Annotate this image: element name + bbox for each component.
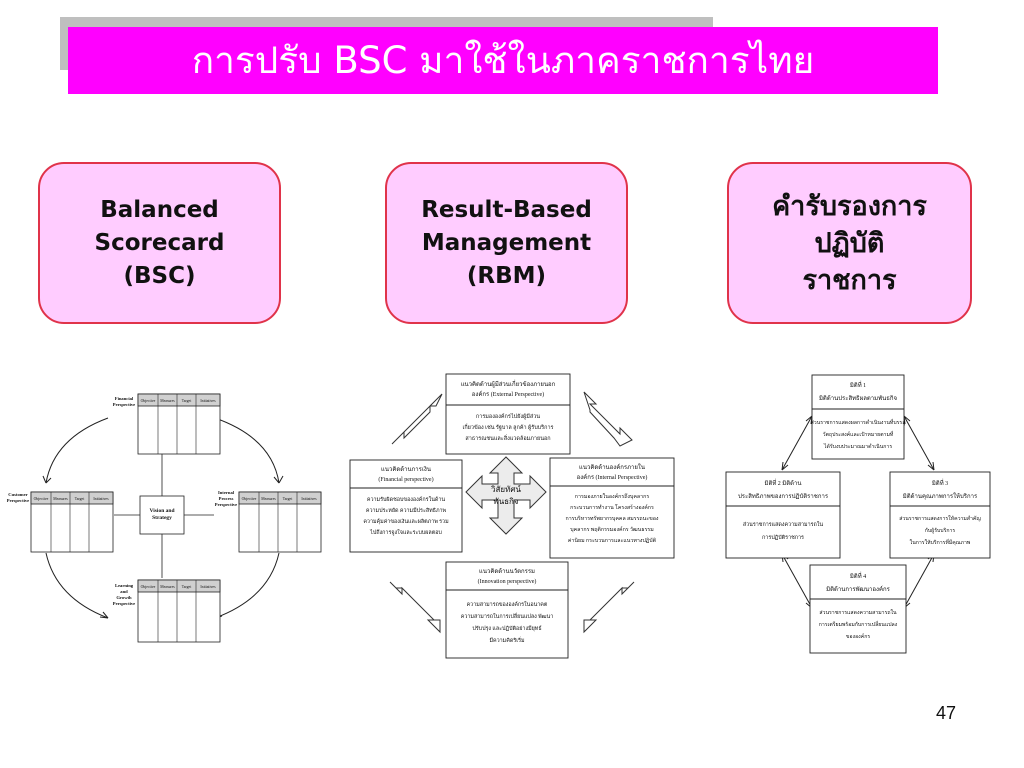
dimension-2-box: มิติที่ 2 มิติด้านประสิทธิภาพของการปฏิบั…	[725, 471, 841, 559]
rbm-innovation-perspective-box: แนวคิดด้านนวัตกรรม(Innovation perspectiv…	[445, 561, 569, 659]
slide-title: การปรับ BSC มาใช้ในภาคราชการไทย	[191, 39, 815, 82]
svg-text:การมองภายในองค์กรถึงบุคลากรกระ: การมองภายในองค์กรถึงบุคลากรกระบวนการทำงา…	[566, 493, 659, 544]
rbm-concept-label: Result-Based Management (RBM)	[421, 196, 592, 289]
bsc-concept-box: Balanced Scorecard (BSC)	[38, 162, 281, 324]
svg-text:แนวคิดด้านการเงิน(Financial pe: แนวคิดด้านการเงิน(Financial perspective)	[378, 466, 433, 483]
rbm-center-cross-arrow	[465, 456, 547, 535]
page-number: 47	[936, 703, 957, 723]
rbm-external-perspective-box: แนวคิดด้านผู้มีส่วนเกี่ยวข้องภายนอกองค์ก…	[445, 373, 571, 455]
rbm-diagram: วิสัยทัศน์พันธกิจ แนวคิดด้านผู้มีส่วนเกี…	[349, 373, 675, 659]
rbm-financial-perspective-box: แนวคิดด้านการเงิน(Financial perspective)…	[349, 459, 463, 553]
svg-text:แนวคิดด้านนวัตกรรม(Innovation: แนวคิดด้านนวัตกรรม(Innovation perspectiv…	[478, 568, 537, 585]
rbm-center-label: วิสัยทัศน์พันธกิจ	[491, 484, 522, 506]
bsc-concept-label: Balanced Scorecard (BSC)	[94, 196, 225, 289]
svg-text:มิติที่ 1มิติด้านประสิทธิผลตาม: มิติที่ 1มิติด้านประสิทธิผลตามพันธกิจ	[819, 381, 897, 402]
rbm-concept-box: Result-Based Management (RBM)	[385, 162, 628, 324]
rbm-internal-perspective-box: แนวคิดด้านองค์กรภายในองค์กร (Internal Pe…	[549, 457, 675, 559]
performance-agreement-concept-label: คำรับรองการ ปฏิบัติ ราชการ	[772, 190, 927, 296]
svg-text:มิติที่ 4มิติด้านการพัฒนาองค์ก: มิติที่ 4มิติด้านการพัฒนาองค์กร	[826, 572, 891, 593]
svg-text:แนวคิดด้านองค์กรภายในองค์กร (I: แนวคิดด้านองค์กรภายในองค์กร (Internal Pe…	[577, 463, 648, 481]
svg-text:ความสามารถขององค์กรในอนาคตความ: ความสามารถขององค์กรในอนาคตความสามารถในกา…	[461, 600, 554, 644]
svg-text:ส่วนราชการแสดงผลการดำเนินงานที: ส่วนราชการแสดงผลการดำเนินงานที่บรรลุวัตถ…	[811, 419, 906, 450]
svg-text:การมององค์กรไปยังผู้มีส่วนเกี่: การมององค์กรไปยังผู้มีส่วนเกี่ยวข้อง เช่…	[462, 413, 553, 442]
svg-text:ส่วนราชการแสดงความสามารถในการเ: ส่วนราชการแสดงความสามารถในการเตรียมพร้อม…	[819, 609, 898, 640]
title-banner: การปรับ BSC มาใช้ในภาคราชการไทย	[68, 27, 938, 94]
svg-text:ส่วนราชการแสดงความสามารถในการป: ส่วนราชการแสดงความสามารถในการปฏิบัติราชก…	[743, 520, 824, 541]
svg-text:ส่วนราชการแสดงการให้ความสำคัญก: ส่วนราชการแสดงการให้ความสำคัญกับผู้รับบร…	[899, 515, 981, 546]
svg-text:มิติที่ 3มิติด้านคุณภาพการให้บ: มิติที่ 3มิติด้านคุณภาพการให้บริการ	[903, 479, 978, 500]
svg-text:แนวคิดด้านผู้มีส่วนเกี่ยวข้องภ: แนวคิดด้านผู้มีส่วนเกี่ยวข้องภายนอกองค์ก…	[461, 380, 556, 398]
performance-agreement-concept-box: คำรับรองการ ปฏิบัติ ราชการ	[727, 162, 972, 324]
svg-text:มิติที่ 2 มิติด้านประสิทธิภาพข: มิติที่ 2 มิติด้านประสิทธิภาพของการปฏิบั…	[738, 479, 829, 500]
svg-text:ความรับผิดชอบขององค์กรในด้านคว: ความรับผิดชอบขององค์กรในด้านความประหยัด …	[363, 495, 449, 536]
